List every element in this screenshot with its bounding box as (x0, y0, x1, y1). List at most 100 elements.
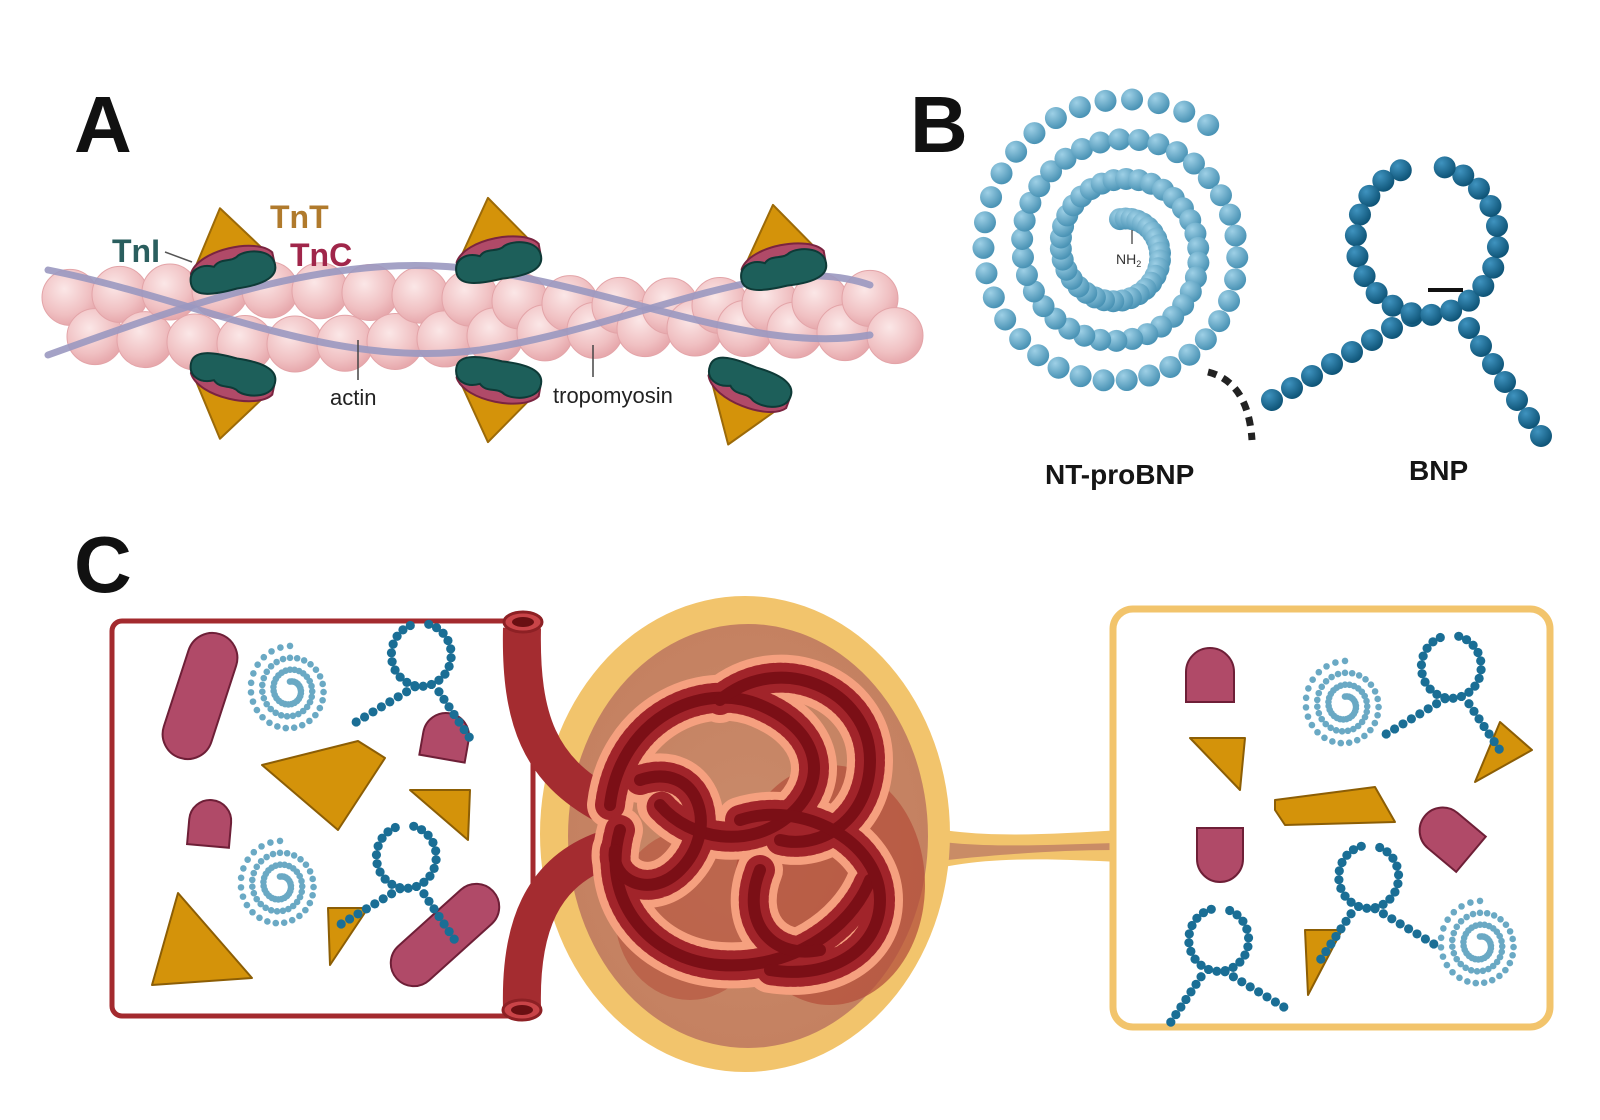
mini-ntprobnp-bead (293, 898, 301, 906)
bnp-bead (1506, 389, 1528, 411)
mini-bnp-bead (376, 702, 386, 712)
afferent-lumen (512, 617, 534, 627)
ntprobnp-bead (1128, 128, 1151, 151)
mini-bnp-bead (1254, 987, 1264, 997)
mini-ntprobnp-bead (1457, 918, 1465, 925)
troponin-c-fragment (185, 799, 233, 849)
mini-bnp-bead (1186, 987, 1196, 997)
mini-ntprobnp-bead (1354, 722, 1362, 730)
mini-bnp-bead (1336, 924, 1346, 934)
mini-bnp-bead (1440, 692, 1450, 703)
ntprobnp-bead (1094, 89, 1117, 112)
mini-bnp-bead (387, 657, 397, 667)
mini-bnp-bead (345, 914, 355, 924)
ntprobnp-bead (1224, 224, 1247, 247)
mini-ntprobnp-bead (279, 655, 287, 663)
mini-ntprobnp-bead (307, 661, 314, 668)
mini-ntprobnp-bead (1488, 976, 1496, 984)
mini-bnp-bead (380, 874, 390, 884)
troponin-t-fragment (409, 789, 471, 841)
mini-ntprobnp-bead (247, 689, 255, 696)
mini-ntprobnp-bead (303, 703, 311, 711)
troponin-c-fragment (1196, 827, 1244, 883)
capillary-lumen (604, 691, 820, 843)
mini-ntprobnp-bead (1358, 718, 1366, 726)
ntprobnp-bead (990, 162, 1013, 185)
ntprobnp-bead (980, 186, 1003, 209)
troponin-t-fragment (1474, 721, 1533, 783)
mini-bnp-bead (1196, 972, 1206, 982)
mini-bnp-bead (1228, 972, 1238, 982)
tni-subunit (455, 356, 543, 399)
mini-ntprobnp-bead (1449, 943, 1456, 950)
mini-bnp-bead (1432, 689, 1442, 700)
tni-subunit (189, 250, 277, 295)
mini-ntprobnp-bead (298, 888, 306, 896)
mini-bnp-bead (1262, 992, 1272, 1002)
actin-label: actin (330, 385, 376, 410)
mini-ntprobnp-bead (296, 893, 304, 901)
mini-ntprobnp-bead (262, 904, 269, 912)
bnp-bead (1261, 389, 1283, 411)
mini-ntprobnp-bead (312, 666, 320, 674)
mini-bnp-bead (419, 877, 429, 887)
mini-ntprobnp-bead (1327, 724, 1334, 732)
mini-ntprobnp-bead (282, 724, 290, 732)
ntprobnp-bead (1226, 246, 1249, 269)
mini-ntprobnp-bead (1440, 925, 1447, 932)
bnp-bead (1361, 329, 1383, 351)
bnp-bead (1440, 299, 1463, 322)
bnp-bead (1301, 365, 1323, 387)
tni-subunit (740, 248, 828, 291)
mini-ntprobnp-bead (276, 837, 284, 845)
mini-ntprobnp-bead (1337, 739, 1345, 747)
mini-ntprobnp-bead (302, 906, 309, 914)
mini-ntprobnp-bead (1457, 960, 1465, 968)
mini-ntprobnp-bead (1498, 948, 1506, 956)
mini-bnp-bead (1464, 699, 1474, 709)
mini-ntprobnp-bead (249, 698, 257, 705)
mini-ntprobnp-bead (306, 717, 313, 725)
troponin-t-fragment (151, 892, 253, 986)
mini-ntprobnp-bead (239, 893, 247, 900)
mini-bnp-bead (1326, 939, 1336, 949)
bnp-bead (1486, 236, 1509, 259)
mini-ntprobnp-bead (1350, 725, 1357, 733)
ntprobnp-bead (1068, 96, 1091, 119)
mini-ntprobnp-bead (1314, 703, 1321, 710)
mini-bnp-bead (392, 631, 402, 641)
mini-ntprobnp-bead (1313, 696, 1321, 704)
mini-bnp-bead (1206, 904, 1216, 914)
mini-bnp-bead (1461, 635, 1472, 645)
ntprobnp-bead (1194, 328, 1217, 351)
mini-ntprobnp-bead (1443, 961, 1451, 969)
ntprobnp-bead (1219, 203, 1242, 226)
mini-bnp-bead (1356, 841, 1366, 851)
troponin-complexes (189, 196, 828, 446)
mini-bnp-bead (434, 675, 444, 685)
mini-bnp-bead (438, 628, 448, 638)
bnp-bead (1346, 245, 1369, 268)
mini-ntprobnp-bead (276, 849, 284, 857)
mini-ntprobnp-bead (1476, 897, 1484, 905)
mini-bnp-bead (1417, 669, 1427, 679)
mini-ntprobnp-bead (1453, 923, 1461, 931)
mini-bnp-bead (377, 833, 387, 843)
mini-ntprobnp-bead (302, 861, 310, 869)
ntprobnp-bead (1009, 328, 1032, 351)
mini-bnp-bead (1473, 647, 1483, 658)
ntprobnp-bead (1054, 147, 1077, 170)
mini-bnp-bead (1378, 899, 1388, 910)
mini-bnp-bead (424, 896, 434, 906)
panel-a-letter: A (74, 80, 132, 169)
mini-bnp-bead (373, 841, 383, 851)
mini-ntprobnp-bead (1363, 697, 1370, 705)
mini-bnp-bead (398, 625, 408, 635)
mini-ntprobnp-bead (283, 712, 291, 720)
bnp-bead (1348, 203, 1371, 226)
mini-ntprobnp-bead (1510, 943, 1517, 951)
ntprobnp-bead (1011, 246, 1034, 269)
mini-ntprobnp-bead (1467, 899, 1474, 906)
mini-bnp-bead (1238, 916, 1248, 926)
mini-bnp-bead (1340, 891, 1350, 901)
